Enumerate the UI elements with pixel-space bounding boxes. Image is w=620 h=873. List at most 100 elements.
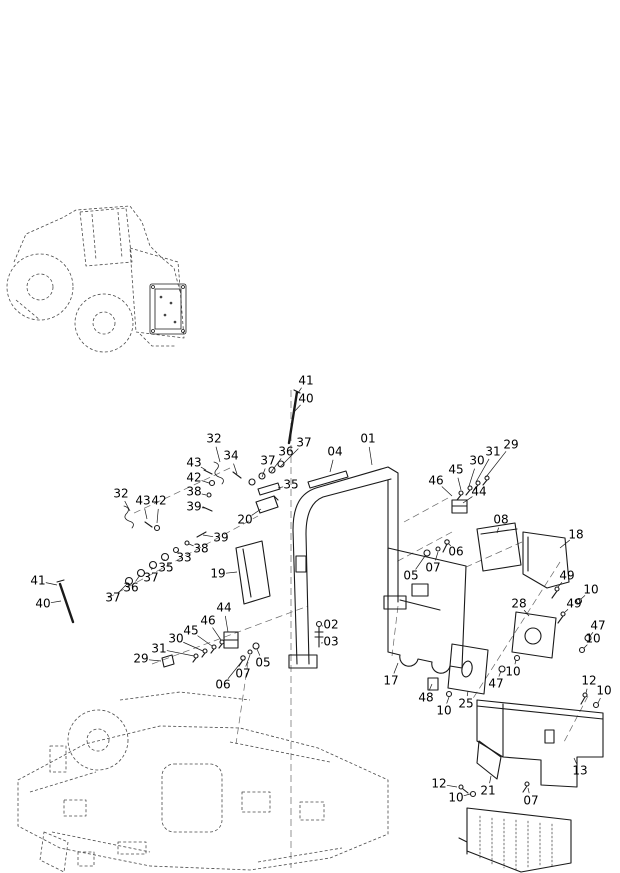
chassis-outline xyxy=(17,691,389,873)
channel-part-19 xyxy=(235,540,271,605)
leader-line xyxy=(50,600,62,604)
plate-part-28 xyxy=(511,611,557,659)
part-label-12: 12 xyxy=(431,777,446,791)
part-label-49: 49 xyxy=(559,569,574,583)
screw-part-29 xyxy=(484,475,490,481)
leader-line xyxy=(564,609,569,613)
construction-lines xyxy=(107,390,589,868)
part-label-07: 07 xyxy=(425,561,440,575)
panel-part-17 xyxy=(387,547,467,674)
part-label-10: 10 xyxy=(436,704,451,718)
nut-part-10b xyxy=(578,646,586,654)
leader-line xyxy=(441,486,453,497)
rod-part-41-top xyxy=(287,390,299,445)
leader-line xyxy=(485,451,507,478)
screw-part-12 xyxy=(582,692,588,698)
part-label-44: 44 xyxy=(471,485,486,499)
washer-icon xyxy=(258,472,266,480)
leader-line xyxy=(45,582,58,586)
washer-part-03 xyxy=(314,631,324,638)
washer-icon xyxy=(148,560,158,570)
screw-part-45-low xyxy=(211,644,217,650)
screw-part-07b xyxy=(524,781,530,787)
leader-line xyxy=(251,508,262,516)
part-label-21: 21 xyxy=(480,784,495,798)
part-label-12: 12 xyxy=(581,674,596,688)
pin-part-43 xyxy=(203,469,213,475)
leader-line xyxy=(580,595,586,600)
screw-part-49b xyxy=(560,611,566,617)
main-frame-part-01 xyxy=(288,466,407,669)
leader-line xyxy=(514,659,517,665)
leader-line xyxy=(448,543,451,547)
part-label-05: 05 xyxy=(403,569,418,583)
part-label-29: 29 xyxy=(133,652,148,666)
part-label-10: 10 xyxy=(585,632,600,646)
part-label-28: 28 xyxy=(511,597,526,611)
part-label-35: 35 xyxy=(158,561,173,575)
part-label-34: 34 xyxy=(223,449,238,463)
leader-line xyxy=(144,508,148,520)
washer-part-07 xyxy=(435,546,441,552)
leader-line xyxy=(527,787,530,794)
part-label-42: 42 xyxy=(151,494,166,508)
part-label-05: 05 xyxy=(255,656,270,670)
part-label-29: 29 xyxy=(503,438,518,452)
leader-line xyxy=(233,463,238,475)
rod-part-41-left xyxy=(58,582,75,624)
vehicle-body-outline xyxy=(13,205,181,293)
leader-line xyxy=(496,527,499,534)
part-label-40: 40 xyxy=(35,597,50,611)
washer-icon xyxy=(268,466,276,474)
part-label-10: 10 xyxy=(448,791,463,805)
washer-part-47 xyxy=(584,634,592,642)
part-label-20: 20 xyxy=(237,513,252,527)
leader-line xyxy=(468,468,475,487)
leader-line xyxy=(183,641,204,652)
bolt-part-02 xyxy=(315,620,323,628)
rear-wheel-icon xyxy=(6,253,74,321)
leader-line xyxy=(589,632,594,637)
leader-line xyxy=(446,784,458,788)
tab-part-21 xyxy=(476,740,502,780)
nut-part-10c xyxy=(513,654,521,662)
part-label-17: 17 xyxy=(383,674,398,688)
leader-line xyxy=(197,635,213,647)
rear-hub-icon xyxy=(26,273,54,301)
part-label-10: 10 xyxy=(505,665,520,679)
leader-line xyxy=(583,644,588,649)
panel-part-08 xyxy=(476,522,522,572)
highlighted-assembly-location xyxy=(149,283,187,335)
front-hub-icon xyxy=(92,311,116,335)
cab-pillars xyxy=(91,211,123,261)
leader-line xyxy=(559,539,571,549)
part-label-47: 47 xyxy=(488,677,503,691)
leader-line xyxy=(279,448,299,468)
part-label-39: 39 xyxy=(213,531,228,545)
part-label-04: 04 xyxy=(327,445,342,459)
washer-part-38 xyxy=(206,492,212,498)
part-label-30: 30 xyxy=(168,632,183,646)
leader-line xyxy=(457,477,462,491)
leader-line xyxy=(295,387,302,397)
leader-line xyxy=(462,496,473,504)
leader-line xyxy=(202,534,214,538)
part-label-03: 03 xyxy=(323,635,338,649)
leader-line xyxy=(261,468,266,478)
leader-line xyxy=(227,659,244,679)
washer-icon xyxy=(277,460,285,468)
part-label-25: 25 xyxy=(458,697,473,711)
washer-icon xyxy=(248,478,256,486)
leader-line xyxy=(428,683,433,691)
part-label-06: 06 xyxy=(215,678,230,692)
part-label-36: 36 xyxy=(123,581,138,595)
leader-line xyxy=(215,446,221,463)
part-label-43: 43 xyxy=(186,456,201,470)
part-label-43: 43 xyxy=(135,494,150,508)
leader-line xyxy=(523,609,530,617)
part-label-08: 08 xyxy=(493,513,508,527)
washer-part-47b xyxy=(498,665,506,673)
leader-line xyxy=(585,688,588,694)
leader-line xyxy=(270,458,282,473)
